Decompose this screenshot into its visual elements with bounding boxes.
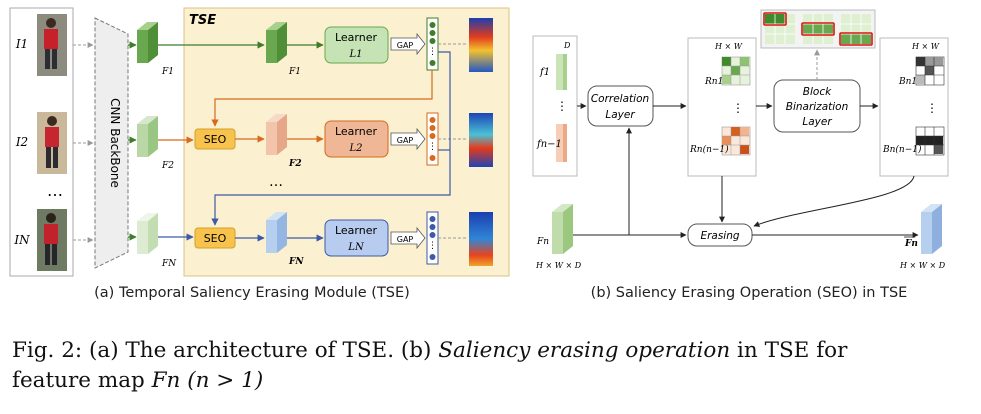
- erased-feature-label-fn: FN: [288, 257, 304, 267]
- learner-2: Learner L2: [324, 120, 389, 158]
- erased-feature-label-f2: F2: [288, 159, 302, 169]
- b-label-n: Bn(n−1): [882, 144, 922, 155]
- gap-arrow-n: GAP: [390, 226, 426, 250]
- input-label-2: I2: [15, 135, 28, 149]
- fn-bar-dim-label: H × W × D: [899, 261, 946, 270]
- feature-label-f2: F2: [161, 161, 174, 171]
- heatmap-n: [469, 212, 493, 266]
- svg-text:L2: L2: [348, 143, 362, 154]
- svg-text:SEO: SEO: [204, 133, 227, 146]
- person-image-2: [37, 112, 67, 174]
- svg-text:⋮: ⋮: [926, 101, 938, 115]
- svg-text:⋮: ⋮: [732, 101, 744, 115]
- erased-feature-f2: [266, 114, 287, 155]
- svg-text:L1: L1: [348, 49, 362, 60]
- panel-a: I1 I2 … IN CNN BackBone F1 F2: [9, 7, 510, 301]
- r-label-1: Rn1: [704, 77, 723, 87]
- learner-n: Learner LN: [324, 219, 389, 257]
- vector-1: ⋮: [426, 17, 439, 71]
- block-binarization-layer: Block Binarization Layer: [773, 79, 861, 133]
- svg-text:Block: Block: [803, 86, 832, 98]
- fn-1-label: fn−1: [536, 139, 562, 150]
- feature-label-fn: FN: [161, 259, 177, 269]
- vector-n: ⋮: [426, 211, 439, 265]
- svg-text:Learner: Learner: [335, 125, 378, 138]
- f1-vector: [556, 54, 567, 90]
- f-ellipsis: ⋮: [556, 99, 568, 113]
- d-label: D: [563, 41, 571, 50]
- caption-suffix: in TSE for: [737, 338, 848, 363]
- fn-1-vector: [556, 124, 567, 162]
- input-ellipsis: …: [47, 181, 63, 200]
- r-map-n: [721, 126, 751, 156]
- svg-text:Erasing: Erasing: [700, 230, 739, 242]
- correlation-layer: Correlation Layer: [587, 85, 654, 127]
- b-map-1: [915, 56, 945, 86]
- fn-bar-label: Fn: [904, 239, 918, 249]
- feature-block-f1: [137, 22, 158, 63]
- feature-block-fn: [137, 213, 158, 254]
- feedback-line-1: [211, 70, 433, 127]
- input-label-n: IN: [13, 233, 30, 247]
- svg-text:GAP: GAP: [397, 235, 414, 244]
- tse-ellipsis: …: [269, 174, 283, 190]
- caption-prefix: Fig. 2: (a) The architecture of TSE. (b): [12, 338, 432, 363]
- tse-title: TSE: [189, 13, 216, 28]
- learner-1: Learner L1: [324, 26, 389, 64]
- svg-text:⋮: ⋮: [428, 47, 437, 57]
- erasing-box: Erasing: [687, 223, 753, 247]
- hw-label-b: H × W: [911, 42, 940, 51]
- caption-math: Fn (n > 1): [151, 368, 264, 393]
- hw-label-r: H × W: [714, 42, 743, 51]
- svg-text:Layer: Layer: [605, 109, 635, 121]
- tse-feature-f1: [266, 22, 287, 63]
- vector-2: ⋮: [426, 112, 439, 166]
- feature-block-f2: [137, 116, 158, 157]
- input-label-1: I1: [15, 37, 28, 51]
- erased-feature-fn: [266, 212, 287, 253]
- caption-line2: feature map: [12, 368, 145, 393]
- block-illustration: [760, 9, 876, 49]
- panel-b-caption: (b) Saliency Erasing Operation (SEO) in …: [591, 285, 908, 301]
- feedback-line-2: [211, 51, 451, 226]
- r-map-1: [721, 56, 751, 86]
- svg-text:Learner: Learner: [335, 31, 378, 44]
- figure-caption: Fig. 2: (a) The architecture of TSE. (b)…: [12, 336, 972, 396]
- svg-text:⋮: ⋮: [428, 241, 437, 251]
- tse-feature-label-f1: F1: [288, 67, 301, 77]
- gap-arrow-2: GAP: [390, 127, 426, 151]
- svg-text:⋮: ⋮: [428, 142, 437, 152]
- svg-text:GAP: GAP: [397, 136, 414, 145]
- svg-text:Layer: Layer: [802, 116, 832, 128]
- seo-box-2: SEO: [194, 128, 236, 150]
- r-label-n: Rn(n−1): [689, 144, 729, 155]
- svg-text:SEO: SEO: [204, 232, 227, 245]
- svg-text:LN: LN: [347, 242, 365, 253]
- person-image-n: [37, 209, 67, 271]
- caption-italic: Saliency erasing operation: [438, 338, 731, 363]
- fn-dim-label: H × W × D: [535, 261, 582, 270]
- feature-label-f1: F1: [161, 67, 174, 77]
- person-image-1: [37, 14, 67, 76]
- svg-text:GAP: GAP: [397, 41, 414, 50]
- seo-box-n: SEO: [194, 227, 236, 249]
- gap-arrow-1: GAP: [390, 32, 426, 56]
- svg-text:Learner: Learner: [335, 224, 378, 237]
- b-map-n: [915, 126, 945, 156]
- fn-output-block: [921, 204, 942, 254]
- fn-input-block: [552, 204, 573, 254]
- panel-a-caption: (a) Temporal Saliency Erasing Module (TS…: [94, 285, 410, 301]
- cnn-backbone: [94, 17, 129, 269]
- svg-text:Binarization: Binarization: [786, 101, 849, 113]
- backbone-label: CNN BackBone: [108, 98, 122, 188]
- fn-label: Fn: [536, 237, 549, 247]
- svg-text:Correlation: Correlation: [591, 93, 649, 105]
- heatmap-2: [469, 113, 493, 167]
- f-vectors-box: [532, 35, 578, 177]
- b-label-1: Bn1: [898, 77, 917, 87]
- f1-label: f1: [539, 67, 550, 78]
- heatmap-1: [469, 18, 493, 72]
- panel-b: D f1 ⋮ fn−1 Correlation Layer H × W: [532, 9, 949, 301]
